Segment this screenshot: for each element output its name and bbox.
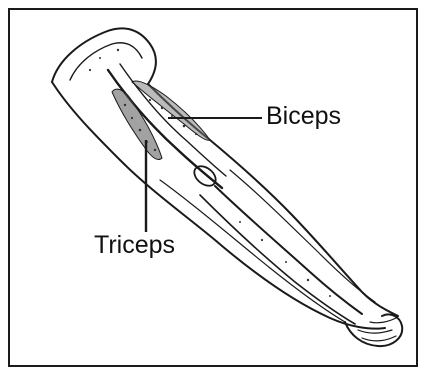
biceps-label: Biceps: [266, 104, 341, 129]
humerus-bone: [108, 70, 222, 188]
triceps-label: Triceps: [94, 233, 175, 258]
shoulder-outline-inner: [70, 43, 142, 80]
stipple-texture: [89, 49, 331, 297]
